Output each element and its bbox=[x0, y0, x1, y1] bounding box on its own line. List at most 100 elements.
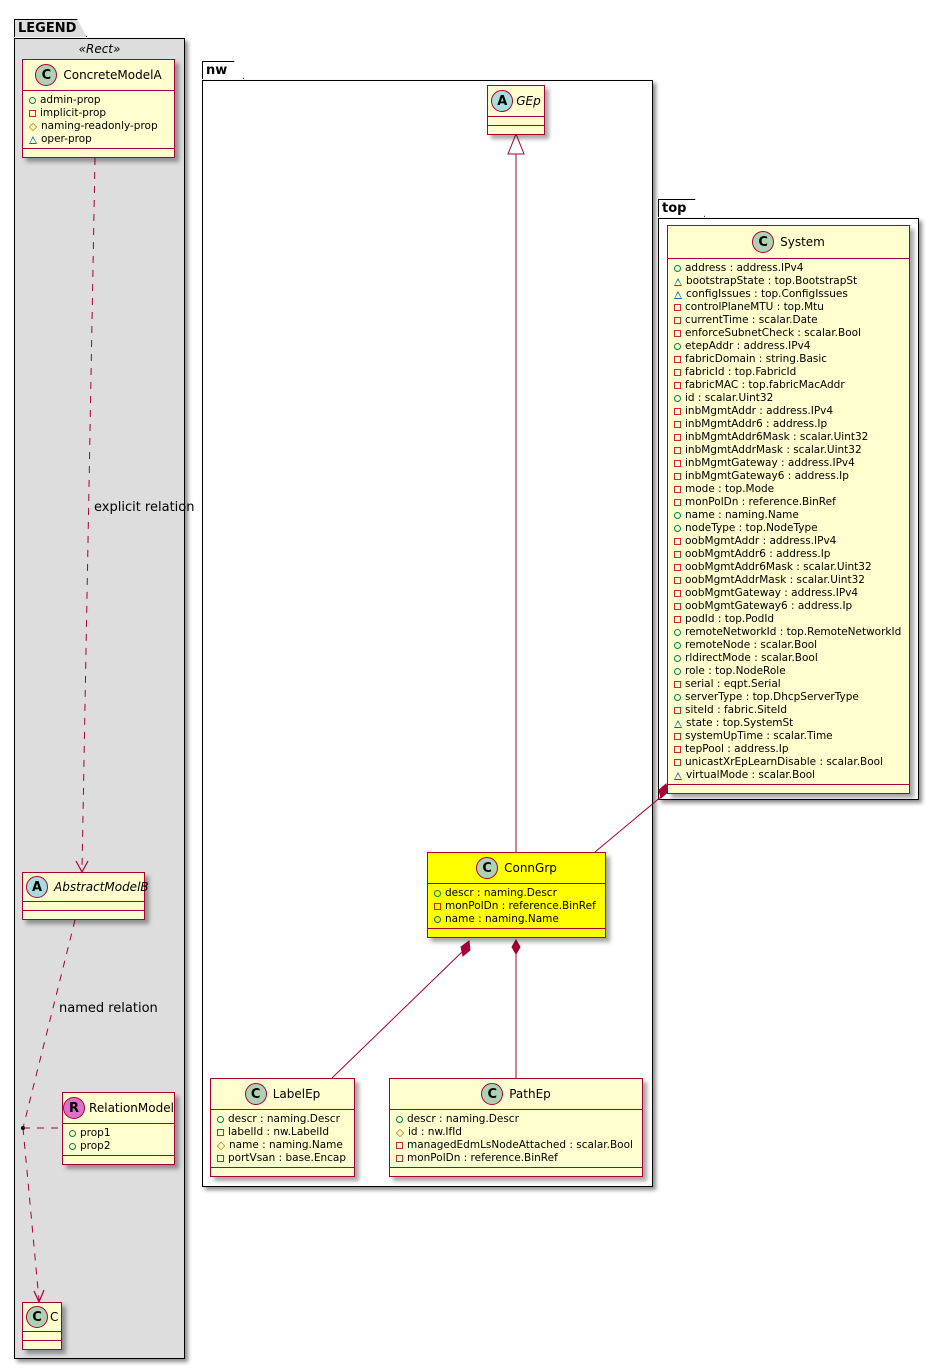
method-list bbox=[23, 911, 144, 919]
legend-package-name: LEGEND bbox=[18, 21, 77, 36]
attribute-text: bootstrapState : top.BootstrapSt bbox=[686, 275, 858, 287]
attribute-text: serverType : top.DhcpServerType bbox=[685, 691, 859, 703]
attribute-text: role : top.NodeRole bbox=[685, 665, 786, 677]
attribute-text: currentTime : scalar.Date bbox=[685, 314, 818, 326]
attribute-text: serial : eqpt.Serial bbox=[685, 678, 781, 690]
attribute-row: fabricDomain : string.Basic bbox=[674, 353, 905, 366]
attribute-row: configIssues : top.ConfigIssues bbox=[674, 288, 905, 301]
attribute-text: inbMgmtAddr6 : address.Ip bbox=[685, 418, 828, 430]
attribute-row: siteId : fabric.SiteId bbox=[674, 704, 905, 717]
private-visibility-icon bbox=[674, 577, 681, 584]
private-visibility-icon bbox=[674, 369, 681, 376]
private-visibility-icon bbox=[674, 733, 681, 740]
private-visibility-icon bbox=[674, 447, 681, 454]
attribute-text: enforceSubnetCheck : scalar.Bool bbox=[685, 327, 861, 339]
class-c[interactable]: C C bbox=[22, 1302, 62, 1350]
attribute-row: monPolDn : reference.BinRef bbox=[674, 496, 905, 509]
attribute-text: oper-prop bbox=[41, 133, 92, 145]
attribute-row: oobMgmtAddr6 : address.Ip bbox=[674, 548, 905, 561]
attribute-text: prop2 bbox=[80, 1140, 111, 1152]
attribute-text: oobMgmtAddr6Mask : scalar.Uint32 bbox=[685, 561, 872, 573]
abstract-class-icon: A bbox=[491, 90, 514, 112]
class-name: GEp bbox=[516, 94, 541, 108]
attribute-row: inbMgmtAddr6 : address.Ip bbox=[674, 418, 905, 431]
attribute-row: monPolDn : reference.BinRef bbox=[434, 900, 601, 913]
explicit-relation-line bbox=[81, 157, 96, 871]
package-visibility-icon bbox=[29, 135, 37, 144]
abstract-class-icon: A bbox=[26, 876, 48, 898]
attribute-row: oobMgmtGateway6 : address.Ip bbox=[674, 600, 905, 613]
attribute-row: tepPool : address.Ip bbox=[674, 743, 905, 756]
attribute-row: nodeType : top.NodeType bbox=[674, 522, 905, 535]
attribute-text: monPolDn : reference.BinRef bbox=[685, 496, 836, 508]
legend-package-tab: LEGEND bbox=[14, 19, 87, 37]
public-visibility-icon bbox=[674, 343, 681, 350]
protected-visibility-icon bbox=[395, 1128, 405, 1137]
attribute-text: oobMgmtGateway : address.IPv4 bbox=[685, 587, 859, 599]
private-visibility-icon bbox=[674, 499, 681, 506]
package-visibility-icon bbox=[674, 719, 682, 728]
public-visibility-icon bbox=[396, 1116, 403, 1123]
attribute-row: serverType : top.DhcpServerType bbox=[674, 691, 905, 704]
class-abstract-model-b[interactable]: A AbstractModelB bbox=[22, 872, 149, 920]
method-list bbox=[488, 126, 544, 134]
attribute-text: labelId : nw.LabelId bbox=[228, 1126, 330, 1138]
attribute-text: remoteNetworkId : top.RemoteNetworkId bbox=[685, 626, 902, 638]
private-visibility-icon bbox=[674, 356, 681, 363]
class-name: ConnGrp bbox=[504, 861, 557, 875]
attribute-text: id : scalar.Uint32 bbox=[685, 392, 774, 404]
attribute-text: id : nw.IfId bbox=[408, 1126, 462, 1138]
attribute-row: virtualMode : scalar.Bool bbox=[674, 769, 905, 782]
attribute-row: inbMgmtAddr6Mask : scalar.Uint32 bbox=[674, 431, 905, 444]
attribute-text: descr : naming.Descr bbox=[407, 1113, 519, 1125]
attribute-text: fabricDomain : string.Basic bbox=[685, 353, 828, 365]
attribute-row: rldirectMode : scalar.Bool bbox=[674, 652, 905, 665]
protected-visibility-icon bbox=[28, 122, 38, 131]
class-header: C PathEp bbox=[390, 1079, 642, 1110]
attribute-text: virtualMode : scalar.Bool bbox=[686, 769, 816, 781]
private-visibility-icon bbox=[396, 1155, 403, 1162]
attribute-text: address : address.IPv4 bbox=[685, 262, 804, 274]
private-visibility-icon bbox=[674, 616, 681, 623]
attribute-text: inbMgmtAddr6Mask : scalar.Uint32 bbox=[685, 431, 869, 443]
conngrp-pathep-diamond bbox=[511, 938, 521, 956]
attribute-text: inbMgmtGateway : address.IPv4 bbox=[685, 457, 855, 469]
attribute-row: etepAddr : address.IPv4 bbox=[674, 340, 905, 353]
attribute-row: remoteNode : scalar.Bool bbox=[674, 639, 905, 652]
named-relation-line-lower bbox=[22, 1127, 40, 1301]
attribute-row: podId : top.PodId bbox=[674, 613, 905, 626]
attribute-row: id : scalar.Uint32 bbox=[674, 392, 905, 405]
class-icon: C bbox=[481, 1083, 504, 1105]
attribute-text: rldirectMode : scalar.Bool bbox=[685, 652, 818, 664]
attribute-list bbox=[488, 117, 544, 126]
method-list bbox=[668, 785, 909, 793]
attribute-text: tepPool : address.Ip bbox=[685, 743, 789, 755]
attribute-text: admin-prop bbox=[40, 94, 101, 106]
class-gep[interactable]: A GEp bbox=[487, 85, 545, 135]
attribute-row: oobMgmtAddr : address.IPv4 bbox=[674, 535, 905, 548]
private-visibility-icon bbox=[674, 473, 681, 480]
private-visibility-icon bbox=[674, 746, 681, 753]
attribute-list bbox=[23, 1332, 61, 1341]
public-visibility-icon bbox=[434, 890, 441, 897]
private-visibility-icon bbox=[674, 304, 681, 311]
private-visibility-icon bbox=[674, 408, 681, 415]
nw-package bbox=[202, 80, 653, 1187]
public-visibility-icon bbox=[674, 642, 681, 649]
named-relation-label: named relation bbox=[59, 1001, 158, 1016]
private-visibility-icon bbox=[674, 551, 681, 558]
attribute-row: inbMgmtAddr : address.IPv4 bbox=[674, 405, 905, 418]
class-name: RelationModel bbox=[89, 1101, 174, 1115]
top-package-tab: top bbox=[658, 199, 705, 217]
private-visibility-icon bbox=[674, 382, 681, 389]
private-visibility-icon bbox=[434, 903, 441, 910]
